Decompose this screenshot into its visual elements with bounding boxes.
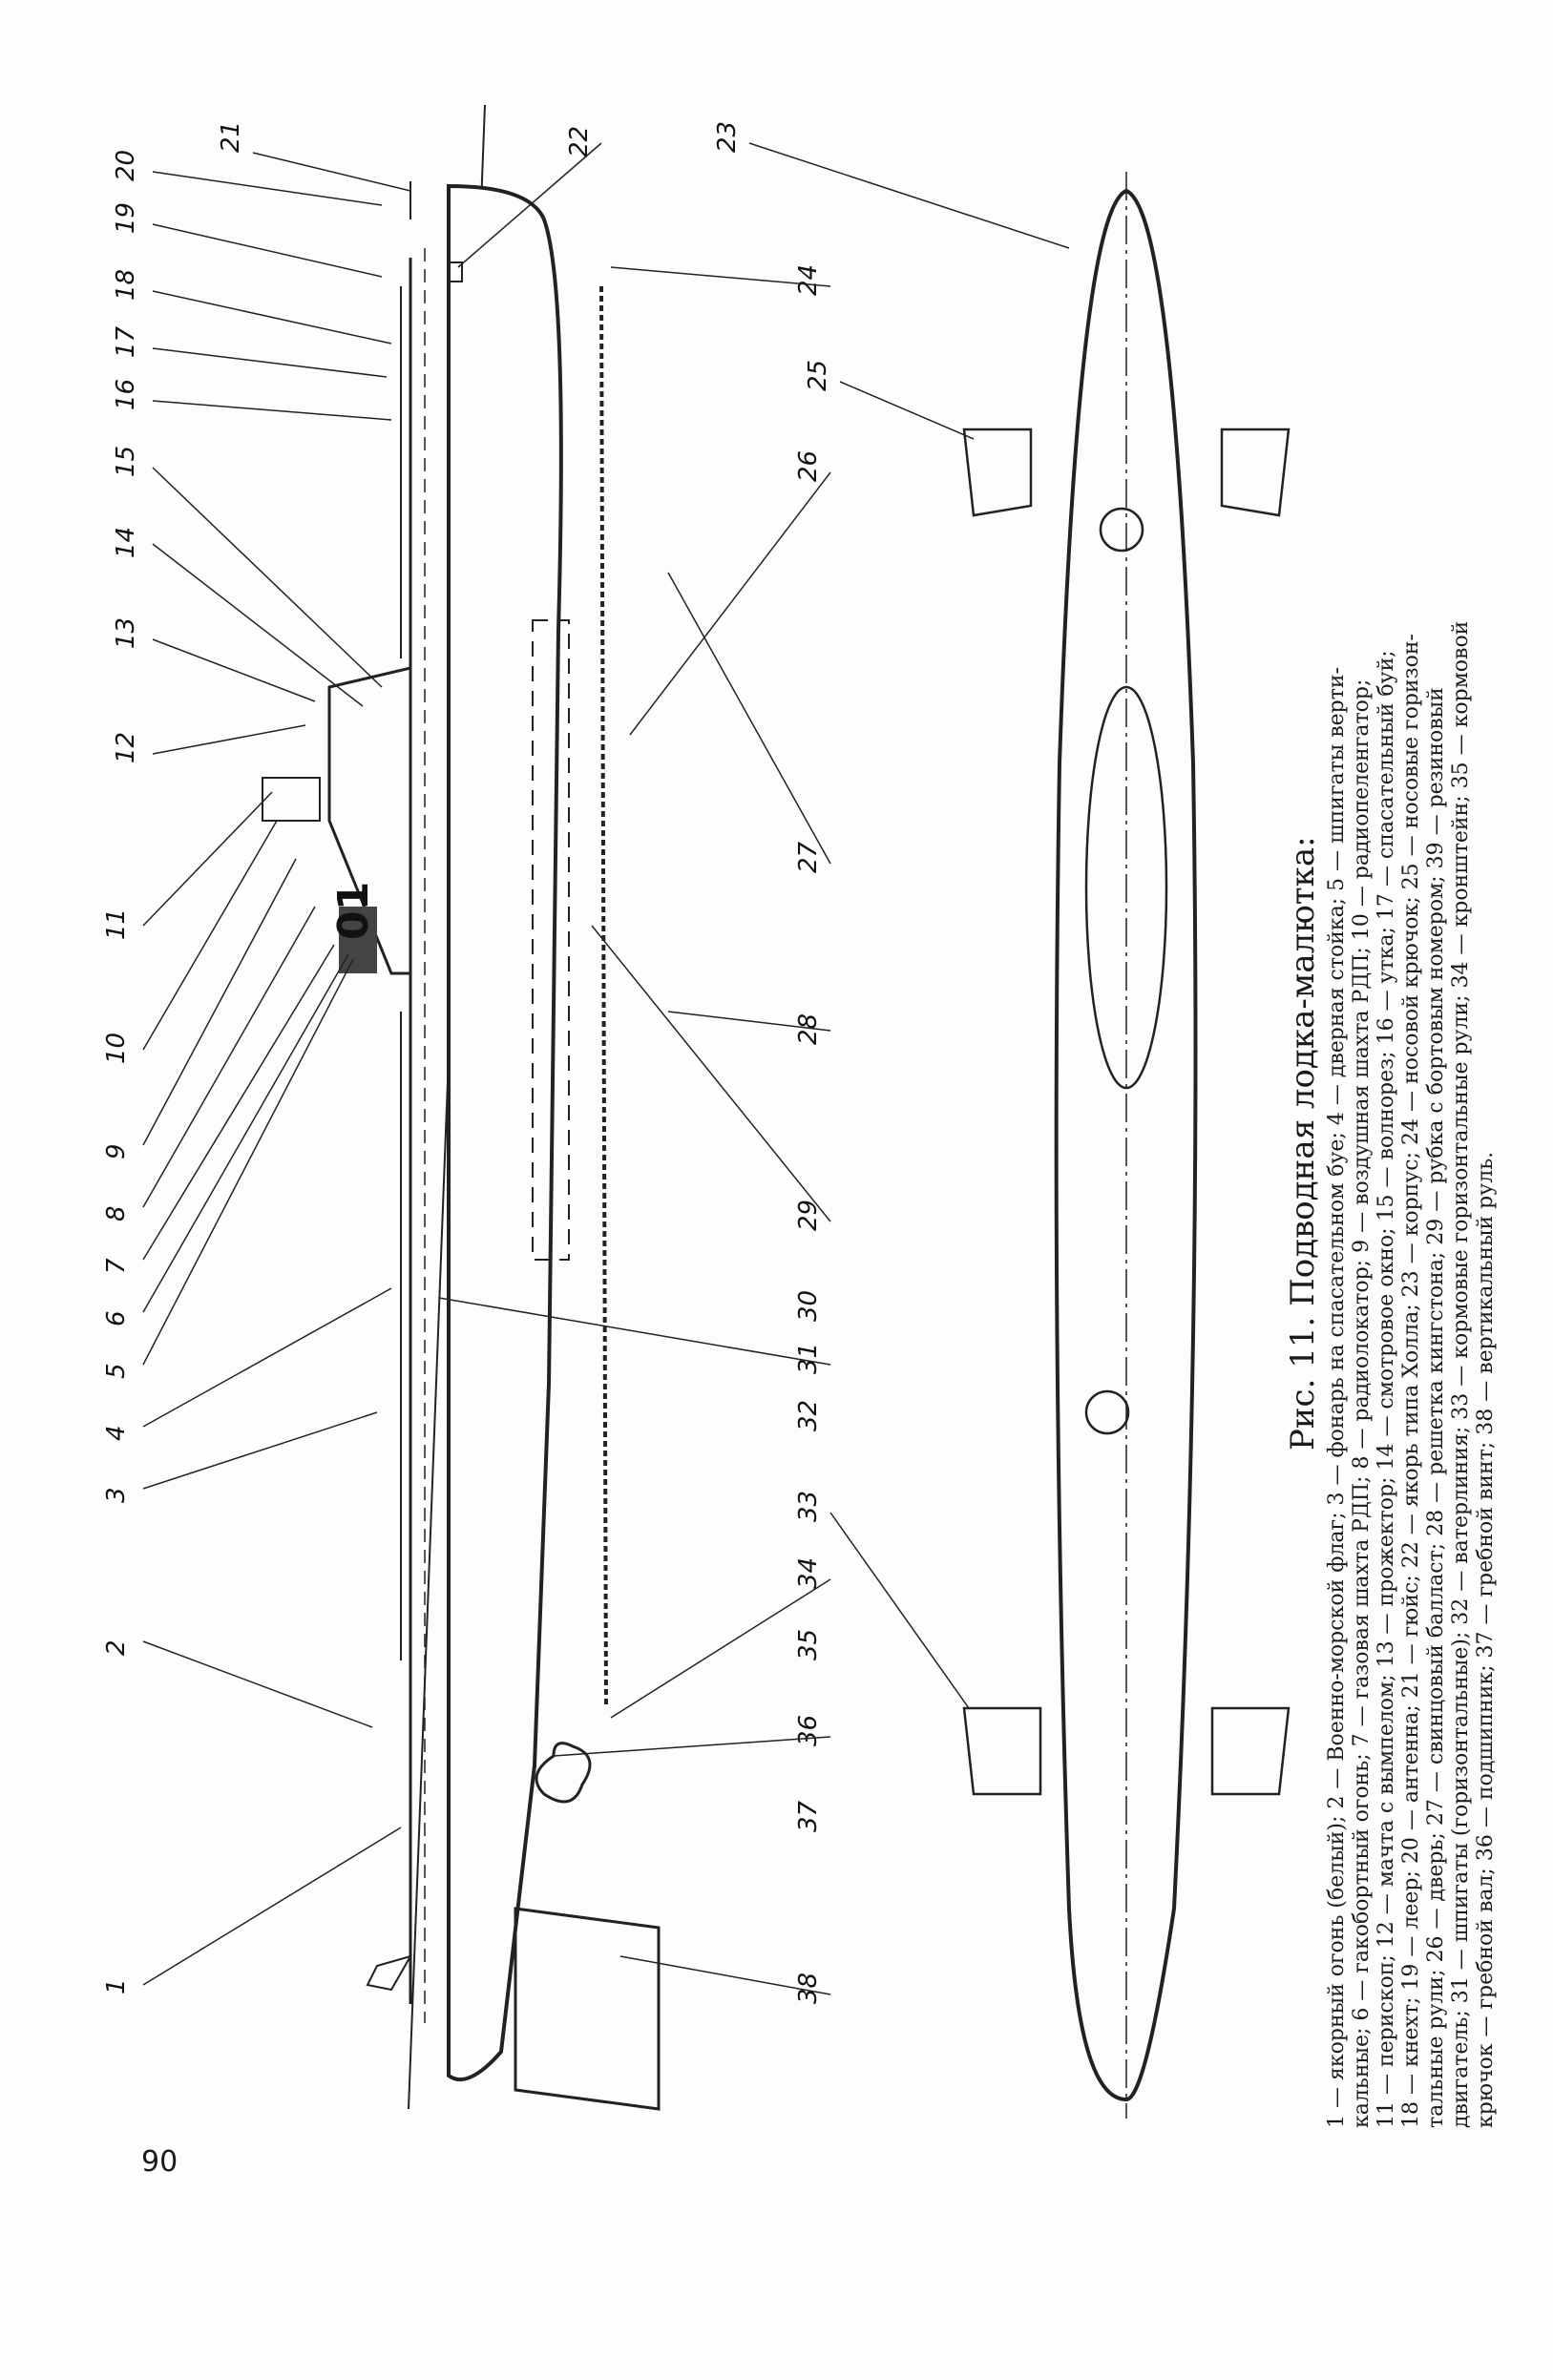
legend-line-3: 11 — перископ; 12 — мачта с вымпелом; 13… xyxy=(1375,650,1398,2128)
leader-lines xyxy=(142,142,1070,1995)
rubber-motor xyxy=(599,285,608,1709)
propeller xyxy=(535,1742,592,1804)
stern-plane-left xyxy=(962,1706,1042,1796)
lead-ballast xyxy=(532,619,570,1261)
callout-31: 31 xyxy=(794,1343,823,1374)
callout-34: 34 xyxy=(794,1557,823,1589)
legend-line-4: 18 — кнехт; 19 — леер; 20 — антенна; 21 … xyxy=(1399,634,1423,2128)
callout-17: 17 xyxy=(112,325,140,358)
callout-37: 37 xyxy=(794,1800,823,1832)
hull-number: 01 xyxy=(329,882,378,940)
top-view xyxy=(962,172,1291,2119)
callout-19: 19 xyxy=(112,202,140,234)
callout-35: 35 xyxy=(794,1629,823,1660)
side-view xyxy=(262,104,661,2111)
callout-4: 4 xyxy=(102,1425,131,1441)
callouts: 1 2 3 4 5 6 7 8 9 10 11 12 13 14 15 16 1… xyxy=(102,121,832,2004)
callout-9: 9 xyxy=(102,1143,131,1159)
callout-18: 18 xyxy=(112,269,140,301)
callout-36: 36 xyxy=(794,1715,823,1746)
figure-caption-title: Рис. 11. Подводная лодка-малютка: xyxy=(1284,836,1322,1451)
callout-27: 27 xyxy=(794,841,823,873)
callout-33: 33 xyxy=(794,1491,823,1522)
callout-15: 15 xyxy=(112,446,140,477)
bow-plane-right xyxy=(1220,428,1291,517)
callout-14: 14 xyxy=(112,527,140,558)
callout-1: 1 xyxy=(102,1978,131,1994)
legend-line-2: кальные; 6 — гакобортный огонь; 7 — газо… xyxy=(1350,679,1374,2128)
callout-6: 6 xyxy=(102,1310,131,1326)
callout-32: 32 xyxy=(794,1400,823,1431)
bow-plane-left xyxy=(962,428,1033,517)
callout-8: 8 xyxy=(102,1205,131,1221)
callout-2: 2 xyxy=(102,1639,131,1656)
callout-7: 7 xyxy=(102,1258,131,1274)
vertical-rudder xyxy=(514,1907,661,2111)
callout-25: 25 xyxy=(804,360,832,391)
hull-side xyxy=(447,183,563,2081)
page-number: 90 xyxy=(141,2145,178,2179)
callout-21: 21 xyxy=(217,121,245,153)
legend-line-5: тальные рули; 26 — дверь; 27 — свинцовый… xyxy=(1424,687,1448,2128)
legend-line-6: двигатель; 31 — шпигаты (горизонтальные)… xyxy=(1449,620,1473,2128)
callout-26: 26 xyxy=(794,450,823,482)
callout-16: 16 xyxy=(112,379,140,410)
callout-22: 22 xyxy=(565,126,594,157)
legend-line-7: крючок — гребной вал; 36 — подшипник; 37… xyxy=(1474,1151,1498,2128)
callout-11: 11 xyxy=(102,908,131,940)
callout-20: 20 xyxy=(112,150,140,181)
callout-23: 23 xyxy=(713,121,742,153)
callout-30: 30 xyxy=(794,1290,823,1322)
callout-13: 13 xyxy=(112,617,140,649)
legend-line-1: 1 — якорный огонь (белый); 2 — Военно-мо… xyxy=(1325,666,1349,2128)
callout-10: 10 xyxy=(102,1033,131,1064)
conning-tower xyxy=(327,666,411,975)
callout-5: 5 xyxy=(102,1363,131,1379)
callout-3: 3 xyxy=(102,1487,131,1503)
stern-plane-right xyxy=(1210,1706,1291,1796)
callout-24: 24 xyxy=(794,264,823,296)
callout-12: 12 xyxy=(112,732,140,763)
callout-29: 29 xyxy=(794,1200,823,1231)
